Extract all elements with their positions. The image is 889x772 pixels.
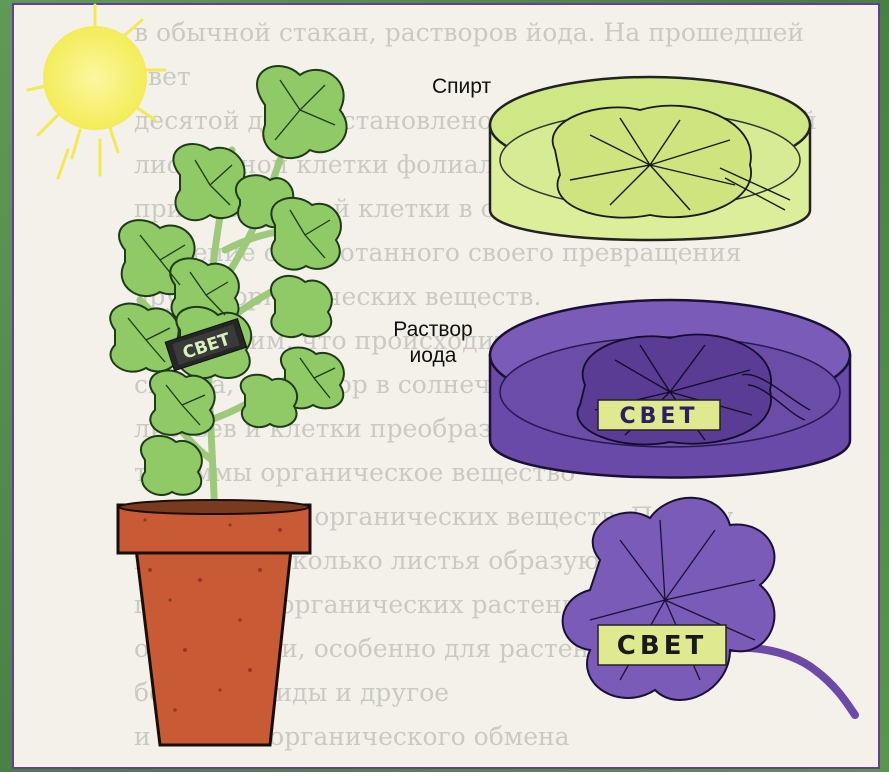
label-spirit: Спирт bbox=[432, 75, 491, 98]
label-iodine-line1: Раствор bbox=[393, 318, 472, 341]
spirit-dish bbox=[490, 77, 810, 240]
tag-text-leaf: СВЕТ bbox=[617, 631, 707, 661]
sun-icon bbox=[28, 5, 165, 178]
tag-text-dish: СВЕТ bbox=[620, 404, 699, 429]
stained-leaf: СВЕТ bbox=[563, 498, 855, 715]
label-iodine-line2: иода bbox=[410, 344, 457, 367]
iodine-dish: СВЕТ bbox=[490, 300, 850, 478]
geranium-plant: СВЕТ bbox=[110, 66, 346, 520]
flower-pot bbox=[118, 500, 310, 745]
